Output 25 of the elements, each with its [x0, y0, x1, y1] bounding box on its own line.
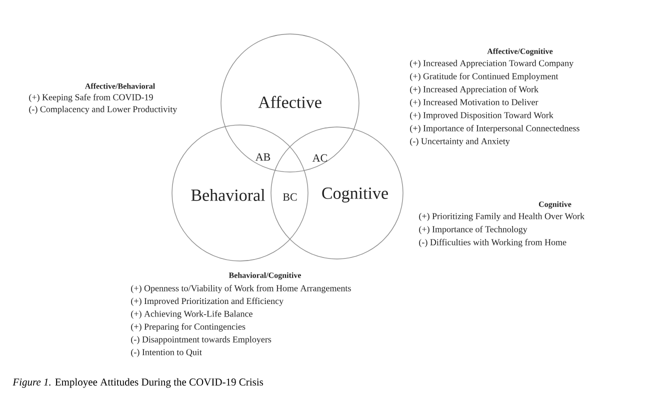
block-heading: Behavioral/Cognitive [228, 272, 302, 280]
list-item: (+) Increased Motivation to Deliver [410, 98, 538, 108]
list-item: (+) Improved Prioritization and Efficiency [131, 298, 284, 306]
list-item: (+) Openness to/Viability of Work from Home Arrangements [131, 284, 351, 294]
list-item: (+) Importance of Technology [419, 226, 528, 234]
figure-caption: Figure 1. Employee Attitudes During the COVID-19 Crisis [12, 378, 264, 388]
block-heading: Cognitive [538, 201, 572, 209]
list-item: (-) Difficulties with Working from Home [419, 238, 566, 248]
block-heading: Affective/Cognitive [487, 48, 553, 56]
list-item: (+) Improved Disposition Toward Work [410, 112, 554, 120]
list-item: (+) Increased Appreciation of Work [410, 86, 538, 94]
list-item: (+) Gratitude for Continued Employment [410, 72, 558, 82]
list-item: (+) Keeping Safe from COVID-19 [29, 94, 153, 102]
list-item: (+) Preparing for Contingencies [131, 323, 246, 332]
region-label: BC [282, 193, 297, 201]
region-label: AB [255, 153, 270, 161]
list-item: (+) Increased Appreciation Toward Company [410, 60, 574, 68]
region-label: AC [312, 154, 328, 162]
list-item: (+) Importance of Interpersonal Connectedness [410, 124, 580, 134]
block-heading: Affective/Behavioral [84, 83, 155, 89]
list-item: (+) Achieving Work-Life Balance [131, 310, 252, 319]
list-item: (-) Complacency and Lower Productivity [29, 106, 178, 114]
list-item: (-) Intention to Quit [131, 348, 202, 358]
list-item: (+) Prioritizing Family and Health Over Work [419, 212, 585, 222]
list-item: (-) Disappointment towards Employers [131, 336, 272, 344]
